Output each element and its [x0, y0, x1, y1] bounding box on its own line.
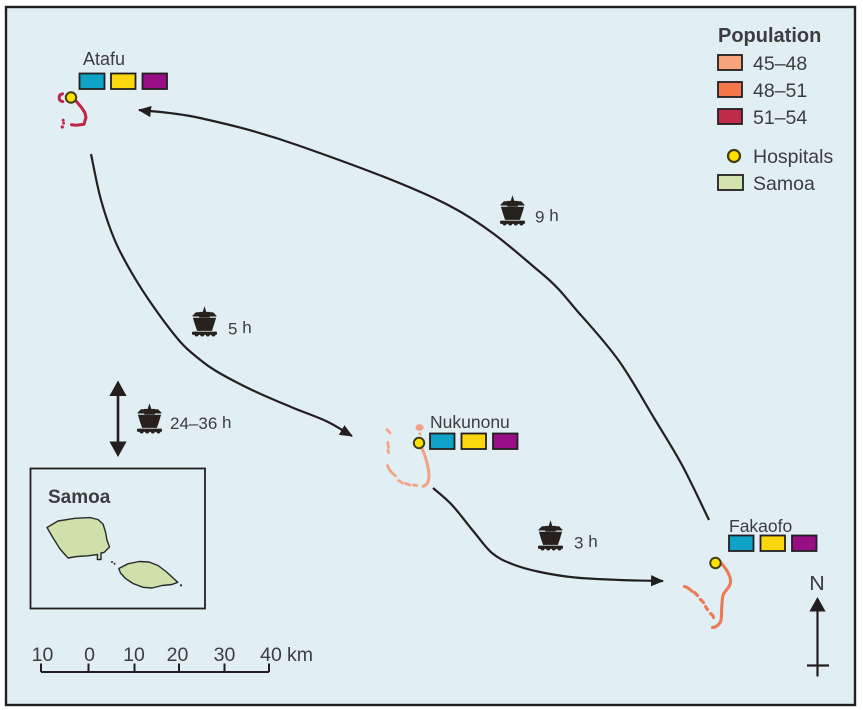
- svg-text:10: 10: [32, 644, 54, 666]
- svg-text:51–54: 51–54: [753, 107, 807, 129]
- svg-text:0: 0: [84, 644, 95, 666]
- svg-text:10: 10: [123, 644, 145, 666]
- svg-text:3 h: 3 h: [574, 532, 598, 552]
- svg-text:Samoa: Samoa: [48, 487, 111, 508]
- svg-text:N: N: [809, 573, 825, 595]
- svg-text:Hospitals: Hospitals: [753, 146, 833, 168]
- svg-text:km: km: [287, 644, 313, 666]
- svg-text:Samoa: Samoa: [753, 173, 815, 195]
- svg-text:45–48: 45–48: [753, 53, 807, 75]
- svg-text:30: 30: [214, 644, 236, 666]
- svg-text:40: 40: [260, 644, 282, 666]
- svg-text:20: 20: [167, 644, 189, 666]
- svg-text:Fakaofo: Fakaofo: [729, 516, 792, 536]
- svg-text:Population: Population: [718, 25, 821, 47]
- svg-text:24–36 h: 24–36 h: [170, 413, 231, 433]
- svg-text:Atafu: Atafu: [83, 49, 125, 69]
- svg-text:48–51: 48–51: [753, 80, 807, 102]
- svg-text:9 h: 9 h: [535, 206, 559, 226]
- svg-text:Nukunonu: Nukunonu: [430, 412, 510, 432]
- svg-text:5 h: 5 h: [228, 318, 252, 338]
